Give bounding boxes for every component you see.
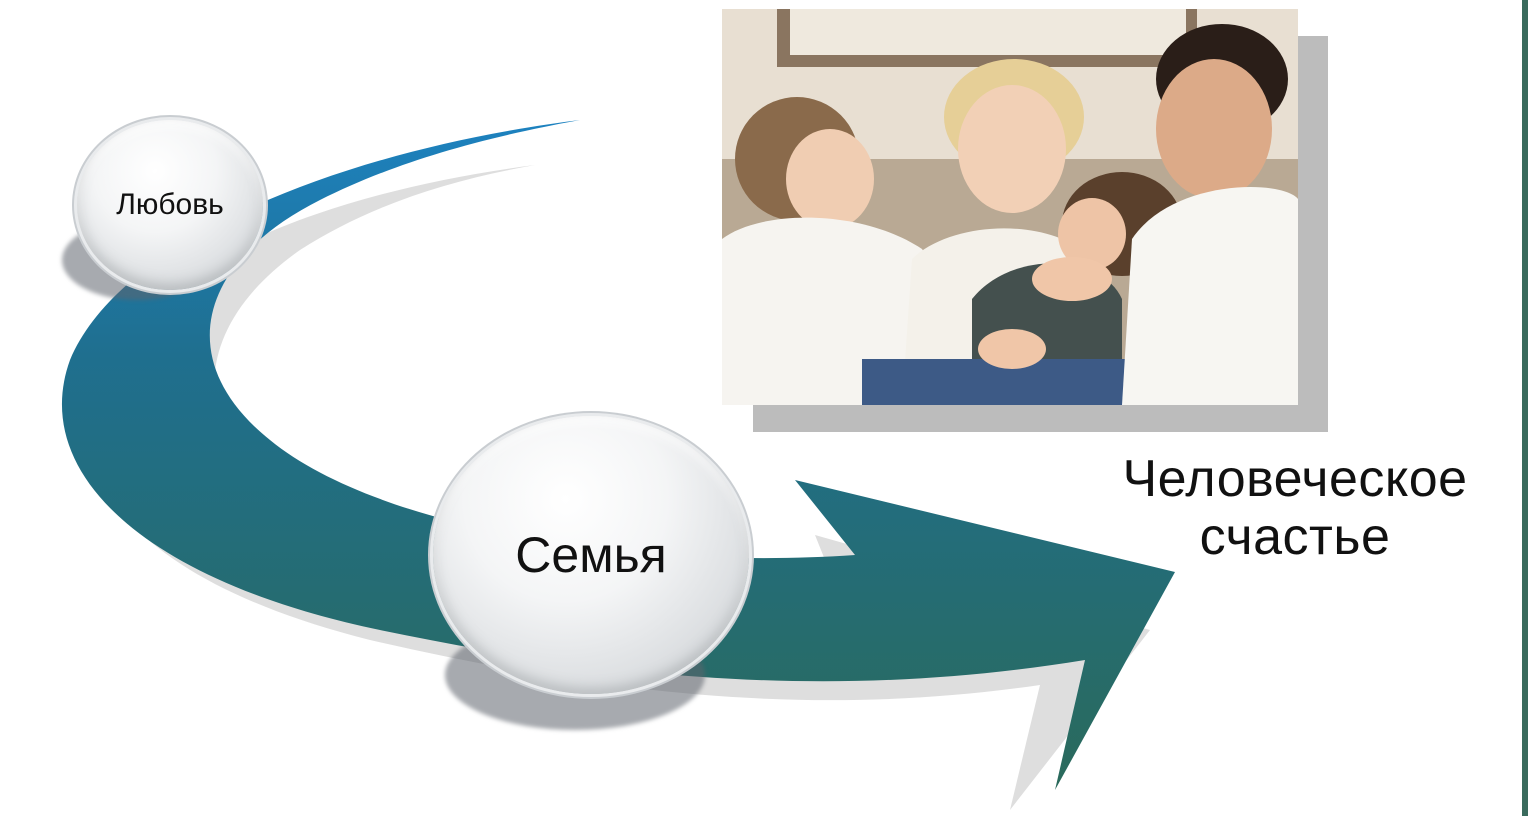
love-bubble: Любовь xyxy=(77,120,263,290)
result-label-line2: счастье xyxy=(1199,508,1391,566)
result-label-line1: Человеческое xyxy=(1122,450,1468,508)
family-photo xyxy=(722,9,1298,405)
love-label: Любовь xyxy=(116,188,224,221)
slide-right-border xyxy=(1522,0,1528,816)
result-label: Человеческое счастье xyxy=(1060,450,1530,566)
arrow-body xyxy=(61,120,1176,790)
family-label: Семья xyxy=(515,527,667,583)
family-bubble: Семья xyxy=(433,416,749,694)
family-photo-image xyxy=(722,9,1298,405)
